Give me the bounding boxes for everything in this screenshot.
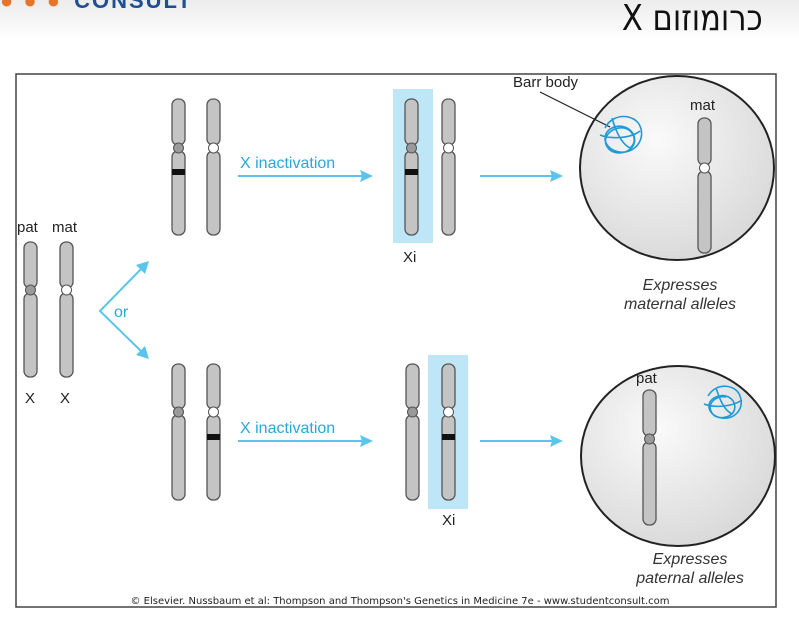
pat-centromere — [25, 284, 36, 296]
x-label: X — [25, 390, 35, 407]
xi-label: Xi — [442, 512, 455, 529]
caption: paternal alleles — [635, 570, 744, 587]
initial-chromosome-pair: pat mat X X — [17, 219, 78, 407]
logo-text: CONSULT — [74, 0, 193, 13]
arrow-right-icon — [360, 170, 373, 182]
pat-label: pat — [17, 219, 39, 236]
or-label: or — [114, 304, 129, 321]
bottom-branch: X inactivation Xi pat Expresses paternal… — [171, 355, 776, 587]
x-inactivation-label: X inactivation — [240, 420, 335, 437]
gene-band — [172, 169, 185, 175]
mat-centromere — [61, 284, 72, 296]
mat-chromosome-short-arm — [59, 241, 74, 289]
pat-chromosome-long-arm — [23, 292, 38, 378]
arrow-right-icon — [550, 435, 563, 447]
arrow-right-icon — [550, 170, 563, 182]
barr-body-label: Barr body — [513, 74, 579, 91]
top-branch: X inactivation Xi Barr body mat Expresse… — [171, 74, 775, 313]
cell-nucleus — [580, 365, 776, 547]
mat-chromosome-long-arm — [59, 292, 74, 378]
mat-label: mat — [690, 97, 716, 114]
arrow-right-icon — [360, 435, 373, 447]
copyright-notice: © Elsevier. Nussbaum et al: Thompson and… — [130, 596, 669, 607]
gene-band — [207, 434, 220, 440]
caption: Expresses — [653, 551, 728, 568]
caption: maternal alleles — [624, 296, 736, 313]
caption: Expresses — [643, 277, 718, 294]
or-branch-arrows: or — [98, 261, 149, 359]
pat-chromosome-short-arm — [23, 241, 38, 289]
x-label: X — [60, 390, 70, 407]
barr-body — [599, 115, 643, 154]
barr-body — [703, 385, 743, 419]
pat-label: pat — [636, 370, 658, 387]
x-inactivation-label: X inactivation — [240, 155, 335, 172]
mat-label: mat — [52, 219, 78, 236]
xi-label: Xi — [403, 249, 416, 266]
cell-nucleus — [579, 75, 775, 261]
slide-title: כרומוזום X — [622, 0, 763, 39]
logo: ● ● ●CONSULT — [0, 0, 193, 14]
